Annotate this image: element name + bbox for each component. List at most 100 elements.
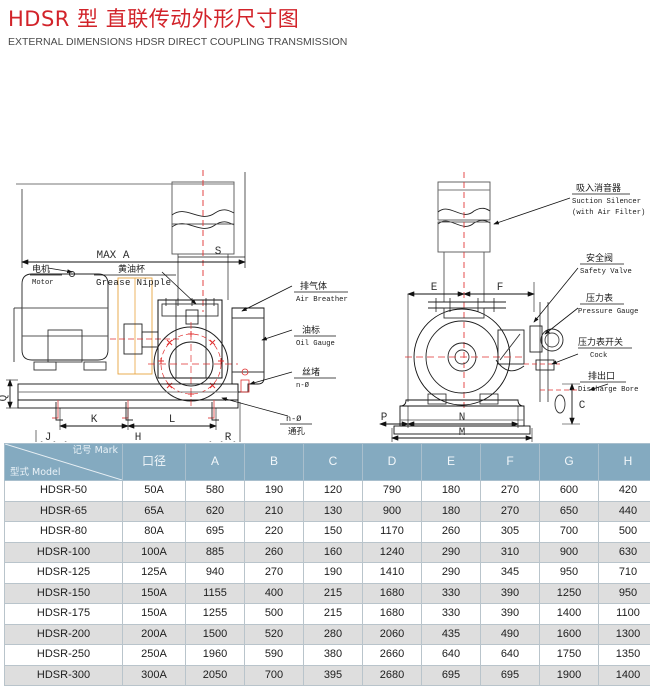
table-cell-A: 940 bbox=[186, 563, 245, 584]
callout-suction-silencer-en2: (with Air Filter) bbox=[572, 209, 645, 217]
table-cell-B: 190 bbox=[245, 481, 304, 502]
table-header-row: 记号 Mark 型式 Model 口径 A B C D E F G H J bbox=[5, 444, 650, 481]
table-cell-H: 710 bbox=[599, 563, 650, 584]
table-cell-F: 305 bbox=[481, 522, 540, 543]
table-row: HDSR-8080A6952201501170260305700500100 bbox=[5, 522, 650, 543]
table-cell-H: 1350 bbox=[599, 645, 650, 666]
dim-label-n: N bbox=[459, 412, 466, 424]
table-cell-口径: 65A bbox=[123, 501, 186, 522]
callout-oil-gauge-cn: 油标 bbox=[302, 324, 320, 336]
dim-label-max-a: MAX A bbox=[96, 250, 129, 262]
dim-label-q: Q bbox=[0, 394, 10, 401]
callout-drain-plug-en: n-Ø bbox=[296, 381, 310, 390]
table-cell-H: 1400 bbox=[599, 665, 650, 686]
dim-label-j: J bbox=[45, 432, 52, 442]
table-row: HDSR-150150A1155400215168033039012509501… bbox=[5, 583, 650, 604]
callout-pressure-gauge-en: Pressure Gauge bbox=[578, 308, 638, 316]
callout-suction-silencer-cn: 吸入消音器 bbox=[576, 182, 621, 194]
table-cell-D: 1240 bbox=[363, 542, 422, 563]
technical-drawing-area: MAX A S Q K L J H R G 电机 Motor 黄油杯 Greas… bbox=[0, 72, 650, 442]
table-cell-E: 180 bbox=[422, 501, 481, 522]
dim-label-c: C bbox=[579, 400, 586, 412]
callout-discharge-bore-en: Discharge Bore bbox=[578, 386, 638, 394]
table-cell-C: 120 bbox=[304, 481, 363, 502]
specification-table: 记号 Mark 型式 Model 口径 A B C D E F G H J HD… bbox=[4, 443, 650, 686]
table-cell-G: 1600 bbox=[540, 624, 599, 645]
table-cell-F: 695 bbox=[481, 665, 540, 686]
table-cell-model: HDSR-150 bbox=[5, 583, 123, 604]
table-cell-H: 1100 bbox=[599, 604, 650, 625]
table-cell-E: 640 bbox=[422, 645, 481, 666]
table-cell-A: 695 bbox=[186, 522, 245, 543]
dim-label-k: K bbox=[91, 414, 98, 426]
discharge-bore-dim bbox=[540, 384, 580, 424]
table-cell-model: HDSR-80 bbox=[5, 522, 123, 543]
gear-case bbox=[232, 308, 264, 392]
table-cell-B: 270 bbox=[245, 563, 304, 584]
table-col-a: A bbox=[186, 444, 245, 481]
table-cell-A: 620 bbox=[186, 501, 245, 522]
blower-end-view bbox=[405, 309, 524, 405]
table-body: HDSR-5050A58019012079018027060042090HDSR… bbox=[5, 481, 650, 686]
table-cell-F: 270 bbox=[481, 501, 540, 522]
table-corner-mark-label: 记号 Mark bbox=[73, 445, 118, 457]
table-cell-D: 1170 bbox=[363, 522, 422, 543]
table-cell-E: 330 bbox=[422, 583, 481, 604]
dimension-k-l bbox=[60, 408, 216, 430]
callout-motor-en: Motor bbox=[32, 279, 54, 287]
table-cell-C: 280 bbox=[304, 624, 363, 645]
table-cell-F: 270 bbox=[481, 481, 540, 502]
table-cell-D: 2660 bbox=[363, 645, 422, 666]
table-cell-D: 2680 bbox=[363, 665, 422, 686]
table-cell-A: 1960 bbox=[186, 645, 245, 666]
table-cell-D: 790 bbox=[363, 481, 422, 502]
table-cell-model: HDSR-125 bbox=[5, 563, 123, 584]
table-cell-口径: 300A bbox=[123, 665, 186, 686]
table-cell-口径: 250A bbox=[123, 645, 186, 666]
table-cell-H: 420 bbox=[599, 481, 650, 502]
table-cell-口径: 125A bbox=[123, 563, 186, 584]
dimension-e-f bbox=[408, 282, 534, 402]
callout-motor-cn: 电机 bbox=[32, 263, 50, 275]
callout-oil-gauge-en: Oil Gauge bbox=[296, 340, 335, 348]
table-cell-E: 330 bbox=[422, 604, 481, 625]
table-cell-A: 2050 bbox=[186, 665, 245, 686]
table-cell-model: HDSR-300 bbox=[5, 665, 123, 686]
dimension-q bbox=[6, 380, 18, 408]
callout-grease-nipple-en: Grease Nipple bbox=[96, 278, 171, 288]
table-cell-F: 490 bbox=[481, 624, 540, 645]
table-cell-A: 885 bbox=[186, 542, 245, 563]
callout-discharge-bore-cn: 排出口 bbox=[588, 370, 615, 382]
dimension-n-m-p bbox=[380, 406, 532, 442]
table-cell-D: 2060 bbox=[363, 624, 422, 645]
table-cell-G: 1900 bbox=[540, 665, 599, 686]
table-cell-G: 650 bbox=[540, 501, 599, 522]
table-col-f: F bbox=[481, 444, 540, 481]
table-cell-C: 130 bbox=[304, 501, 363, 522]
table-row: HDSR-125125A9402701901410290345950710120 bbox=[5, 563, 650, 584]
table-cell-E: 290 bbox=[422, 563, 481, 584]
table-cell-G: 950 bbox=[540, 563, 599, 584]
table-cell-E: 180 bbox=[422, 481, 481, 502]
table-cell-A: 1500 bbox=[186, 624, 245, 645]
table-cell-A: 1255 bbox=[186, 604, 245, 625]
table-cell-H: 950 bbox=[599, 583, 650, 604]
callout-safety-valve-cn: 安全阀 bbox=[586, 252, 613, 264]
table-col-e: E bbox=[422, 444, 481, 481]
table-cell-口径: 200A bbox=[123, 624, 186, 645]
callout-pressure-gauge-cn: 压力表 bbox=[586, 292, 613, 304]
table-cell-model: HDSR-65 bbox=[5, 501, 123, 522]
page-title-block: HDSR 型 直联传动外形尺寸图 EXTERNAL DIMENSIONS HDS… bbox=[8, 6, 648, 49]
table-row: HDSR-100100A8852601601240290310900630135 bbox=[5, 542, 650, 563]
table-cell-C: 160 bbox=[304, 542, 363, 563]
table-cell-model: HDSR-200 bbox=[5, 624, 123, 645]
table-cell-F: 640 bbox=[481, 645, 540, 666]
table-col-d: D bbox=[363, 444, 422, 481]
table-cell-model: HDSR-100 bbox=[5, 542, 123, 563]
table-cell-C: 215 bbox=[304, 604, 363, 625]
table-cell-F: 310 bbox=[481, 542, 540, 563]
table-row: HDSR-5050A58019012079018027060042090 bbox=[5, 481, 650, 502]
table-cell-F: 345 bbox=[481, 563, 540, 584]
table-cell-G: 600 bbox=[540, 481, 599, 502]
